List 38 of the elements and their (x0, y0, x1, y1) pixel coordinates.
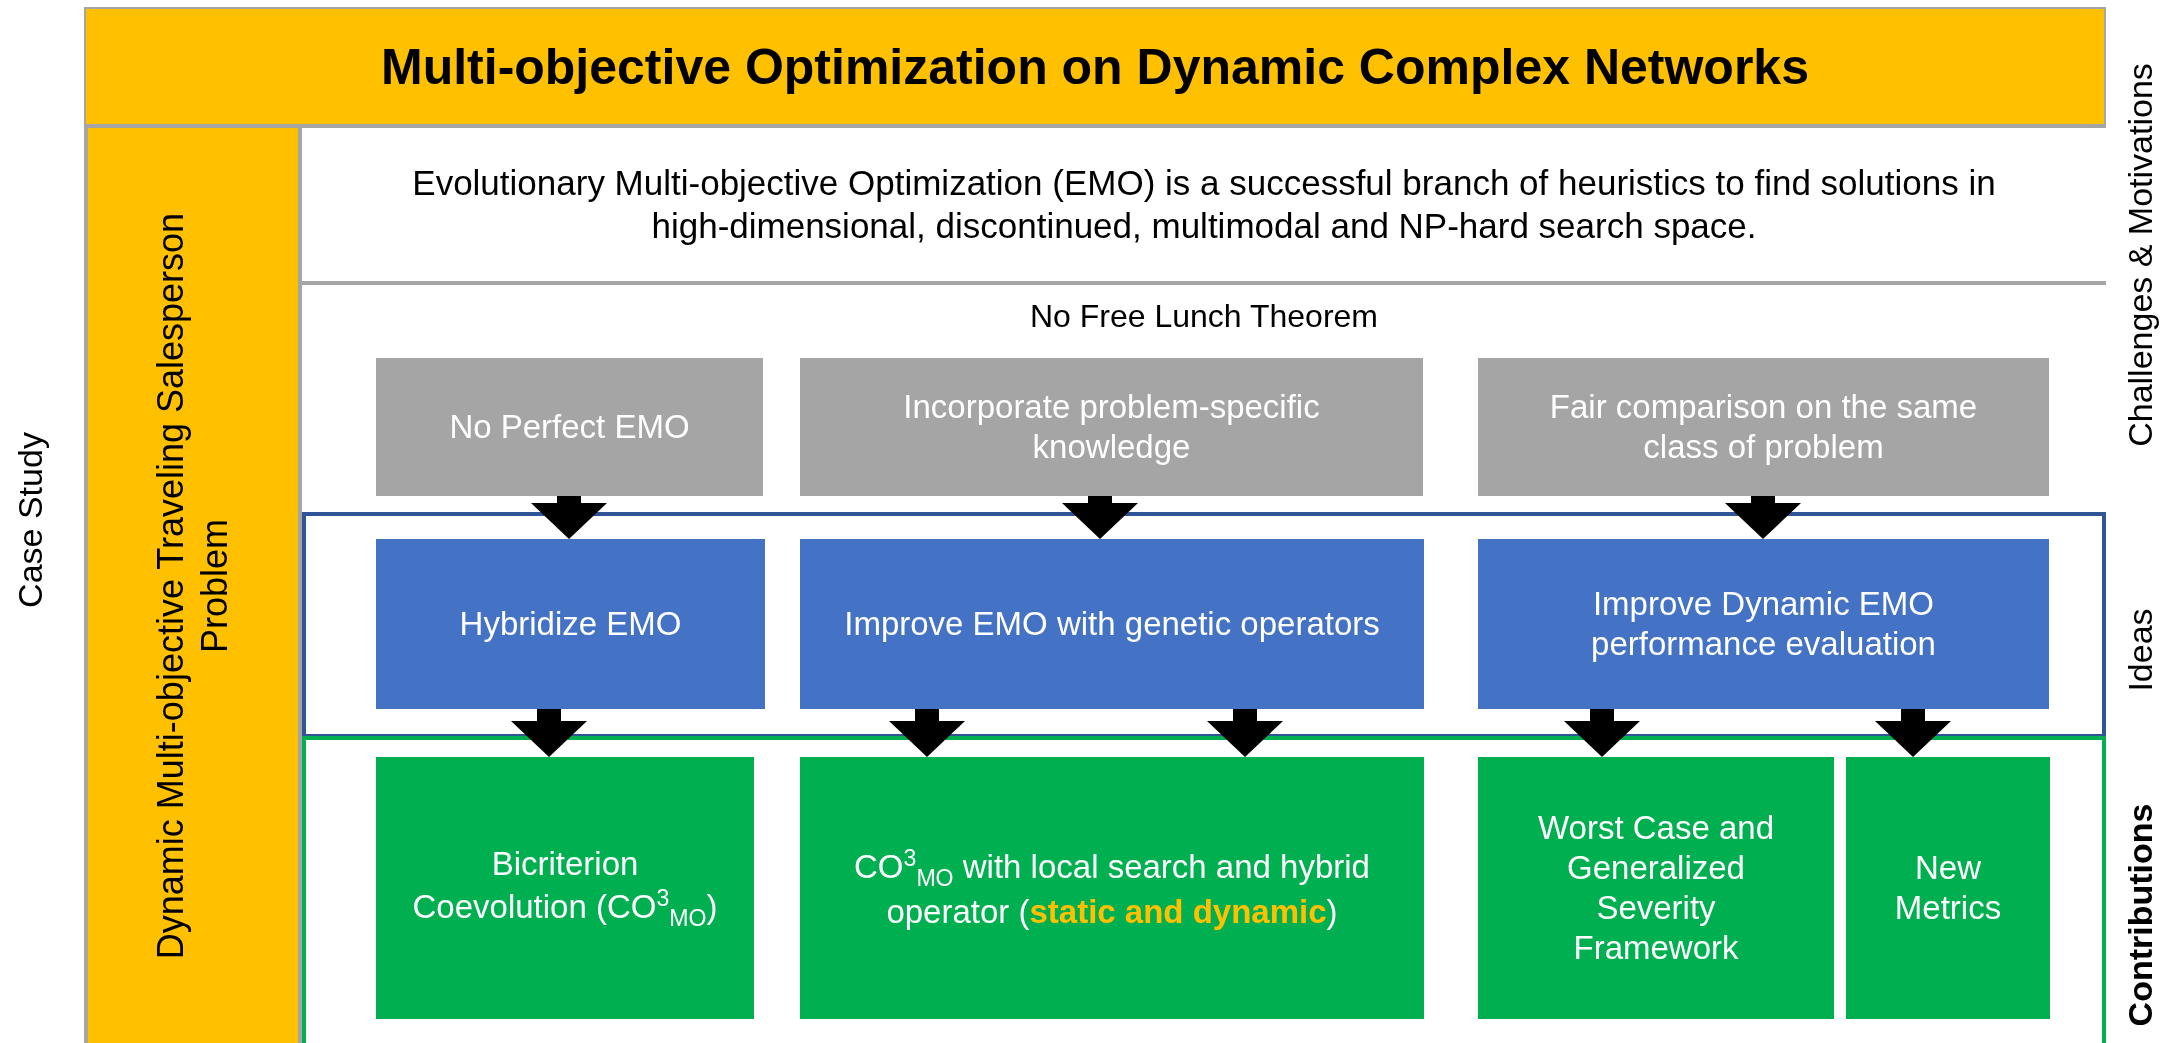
node-text: No Free Lunch Theorem (1030, 297, 1378, 336)
block-arrow (1725, 496, 1801, 539)
block-arrow (1207, 709, 1283, 757)
node-text: Evolutionary Multi-objective Optimization (EMO) is a successful branch of heuristics to find solutions in high-dimensional, discontinued, multimodal and NP-hard search space. (411, 161, 1997, 247)
node-text: Dynamic Multi-objective Traveling Salesperson Problem (149, 211, 236, 961)
challenge-box (800, 358, 1423, 496)
section-label: Ideas (2120, 608, 2160, 692)
contribution-box (1478, 757, 1834, 1019)
node-text: Hybridize EMO (459, 603, 682, 644)
text-panel (302, 128, 2106, 285)
contribution-box (376, 757, 754, 1019)
challenge-box (1478, 358, 2049, 496)
challenge-box (376, 358, 763, 496)
contribution-box (1846, 757, 2050, 1019)
idea-box (1478, 539, 2049, 709)
idea-box (800, 539, 1424, 709)
block-arrow (1564, 709, 1640, 757)
title: Multi-objective Optimization on Dynamic Complex Networks (381, 37, 1809, 96)
node-text: Improve EMO with genetic operators (844, 603, 1380, 644)
node-text: Improve Dynamic EMO performance evaluation (1590, 583, 1937, 664)
block-arrow (1875, 709, 1951, 757)
side-band (86, 128, 302, 1043)
node-text: Incorporate problem-specific knowledge (902, 386, 1321, 467)
section-label: Challenges & Motivations (2120, 63, 2160, 447)
contribution-box (800, 757, 1424, 1019)
block-arrow (531, 496, 607, 539)
section-label: Contributions (2120, 803, 2160, 1027)
node-text: No Perfect EMO (449, 406, 690, 447)
node-text: CO$^{3}$$_{MO}$ with local search and hybrid operator (static and dynamic) (853, 844, 1371, 932)
node-text: New Metrics (1893, 847, 2003, 928)
block-arrow (889, 709, 965, 757)
idea-box (376, 539, 765, 709)
block-arrow (1062, 496, 1138, 539)
node-text: Worst Case and Generalized Severity Framework (1537, 807, 1775, 969)
node-text: Fair comparison on the same class of problem (1548, 386, 1979, 467)
block-arrow (511, 709, 587, 757)
node-text: Bicriterion Coevolution (CO$^{3}$$_{MO}$) (411, 844, 719, 932)
section-label: Case Study (10, 432, 50, 608)
